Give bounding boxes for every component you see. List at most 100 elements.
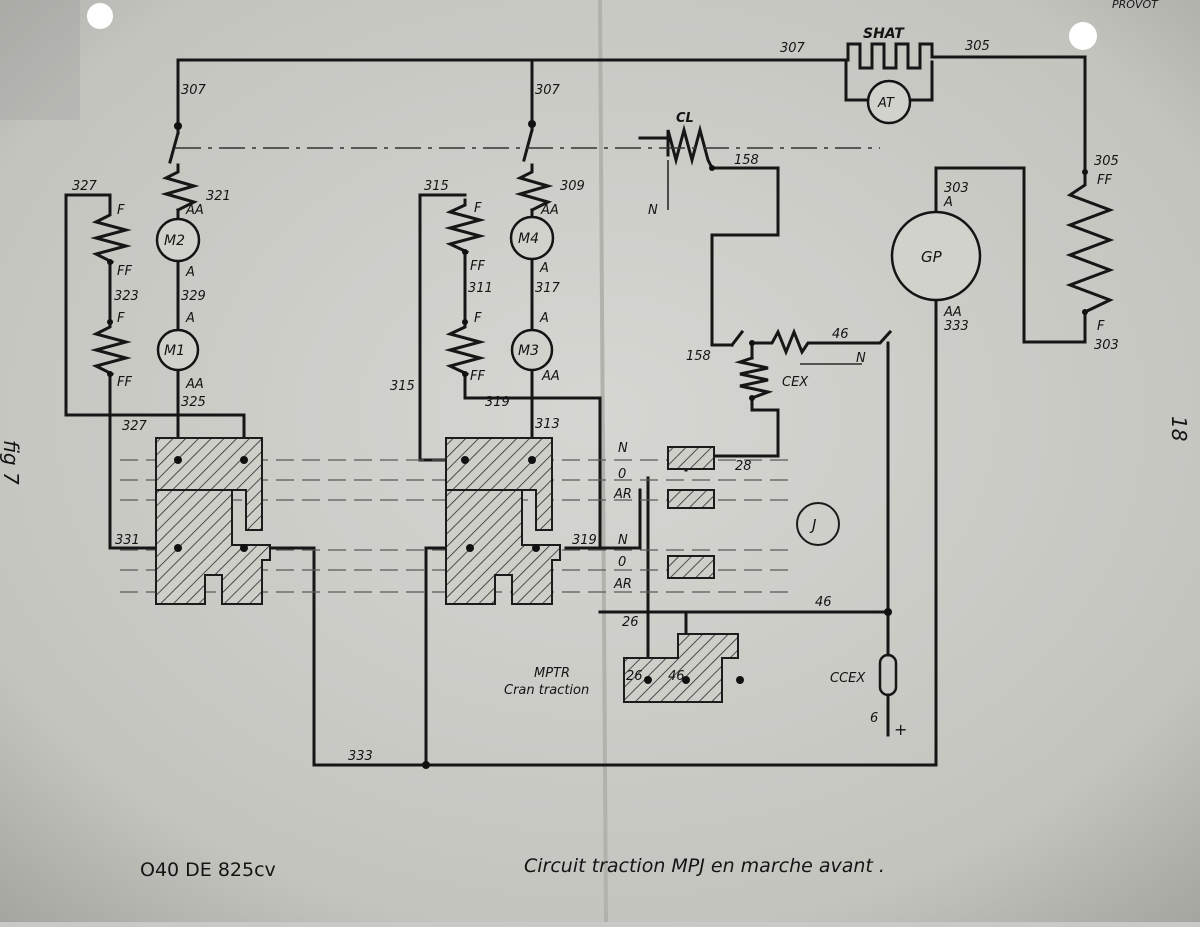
position-0: 0 bbox=[618, 467, 626, 482]
wire-311: 311 bbox=[468, 281, 493, 296]
connector-j bbox=[796, 502, 840, 546]
shunt-shat bbox=[838, 42, 940, 125]
terminal-aa: AA bbox=[185, 203, 204, 218]
reverser-contacts bbox=[155, 437, 739, 703]
wire-26: 26 bbox=[626, 669, 643, 684]
paper-fold bbox=[598, 0, 608, 923]
wire-333: 333 bbox=[348, 749, 373, 764]
junction-dots bbox=[107, 120, 1088, 769]
wire-329: 329 bbox=[181, 289, 206, 304]
terminal-a: A bbox=[539, 261, 549, 276]
wire-333: 333 bbox=[944, 319, 969, 334]
terminal-aa: AA bbox=[540, 203, 559, 218]
terminal-ff: FF bbox=[470, 259, 485, 274]
diagram-caption: Circuit traction MPJ en marche avant . bbox=[524, 855, 885, 877]
position-n: N bbox=[618, 533, 628, 548]
corner-stain bbox=[0, 0, 80, 120]
wire-307: 307 bbox=[780, 41, 806, 56]
corner-stamp: PROVOT bbox=[1112, 0, 1159, 11]
position-n: N bbox=[618, 441, 628, 456]
motor-m1 bbox=[156, 328, 200, 372]
cran-label: Cran traction bbox=[504, 683, 589, 698]
terminal-aa: AA bbox=[943, 305, 962, 320]
wire-327: 327 bbox=[72, 179, 98, 194]
m2-label: M2 bbox=[164, 233, 185, 249]
terminal-ff: FF bbox=[1097, 173, 1112, 188]
wire-315: 315 bbox=[390, 379, 415, 394]
punch-hole-left bbox=[87, 3, 113, 29]
terminal-ff: FF bbox=[117, 375, 132, 390]
locomotive-model: O40 DE 825cv bbox=[140, 859, 276, 881]
m3-label: M3 bbox=[518, 343, 539, 359]
terminal-a: A bbox=[943, 195, 953, 210]
terminal-n: N bbox=[856, 351, 866, 366]
terminal-f: F bbox=[474, 201, 482, 216]
ammeter-at bbox=[866, 79, 912, 125]
wire-313: 313 bbox=[535, 417, 560, 432]
terminal-ff: FF bbox=[470, 369, 485, 384]
wire-307: 307 bbox=[535, 83, 561, 98]
plus-terminal: + bbox=[894, 720, 907, 739]
sheet-annotations: fig 7 18 PROVOT O40 DE 825cv Circuit tra… bbox=[0, 0, 1191, 881]
terminal-aa: AA bbox=[541, 369, 560, 384]
wire-309: 309 bbox=[560, 179, 585, 194]
page-number: 18 bbox=[1167, 416, 1191, 441]
wire-315: 315 bbox=[424, 179, 449, 194]
motor-m4 bbox=[509, 215, 555, 261]
wire-26: 26 bbox=[622, 615, 639, 630]
motor-m3 bbox=[510, 328, 554, 372]
wire-307: 307 bbox=[181, 83, 207, 98]
position-ar: AR bbox=[613, 577, 632, 592]
wire-158: 158 bbox=[686, 349, 711, 364]
position-labels: N 0 AR N 0 AR bbox=[613, 441, 632, 592]
position-ar: AR bbox=[613, 487, 632, 502]
terminal-f: F bbox=[117, 203, 125, 218]
ccex-label: CCEX bbox=[830, 671, 866, 686]
generator-gp bbox=[890, 210, 982, 302]
terminal-labels: F FF F FF AA A A AA F FF F FF AA A A AA … bbox=[117, 173, 1112, 392]
wire-331: 331 bbox=[115, 533, 140, 548]
wire-305: 305 bbox=[1094, 154, 1119, 169]
figure-number: fig 7 bbox=[0, 440, 23, 485]
wire-28: 28 bbox=[735, 459, 752, 474]
terminal-n: N bbox=[648, 203, 658, 218]
at-label: AT bbox=[877, 96, 895, 111]
terminal-a: A bbox=[539, 311, 549, 326]
terminal-f: F bbox=[474, 311, 482, 326]
wire-numbers: 307 307 307 305 305 303 303 333 333 327 … bbox=[72, 39, 1119, 764]
mptr-block bbox=[623, 633, 739, 703]
wire-321: 321 bbox=[206, 189, 231, 204]
terminal-f: F bbox=[1097, 319, 1105, 334]
wire-305: 305 bbox=[965, 39, 990, 54]
wire-46: 46 bbox=[832, 327, 849, 342]
wire-6: 6 bbox=[870, 711, 878, 726]
terminal-aa: AA bbox=[185, 377, 204, 392]
gp-label: GP bbox=[921, 248, 943, 266]
j-label: J bbox=[809, 516, 816, 534]
motor-m2 bbox=[155, 217, 201, 263]
wire-319: 319 bbox=[572, 533, 597, 548]
wire-317: 317 bbox=[535, 281, 561, 296]
terminal-f: F bbox=[117, 311, 125, 326]
position-0: 0 bbox=[618, 555, 626, 570]
m1-label: M1 bbox=[164, 343, 185, 359]
wire-325: 325 bbox=[181, 395, 206, 410]
m4-label: M4 bbox=[518, 231, 539, 247]
wire-158: 158 bbox=[734, 153, 759, 168]
wire-46: 46 bbox=[815, 595, 832, 610]
cex-label: CEX bbox=[782, 375, 809, 390]
cl-label: CL bbox=[676, 111, 694, 126]
terminal-a: A bbox=[185, 311, 195, 326]
punch-hole-right bbox=[1069, 22, 1097, 50]
terminal-ff: FF bbox=[117, 264, 132, 279]
wire-327: 327 bbox=[122, 419, 148, 434]
wire-319: 319 bbox=[485, 395, 510, 410]
wire-303: 303 bbox=[1094, 338, 1119, 353]
shat-label: SHAT bbox=[863, 26, 905, 42]
wire-323: 323 bbox=[114, 289, 139, 304]
terminal-a: A bbox=[185, 265, 195, 280]
wire-46: 46 bbox=[668, 669, 685, 684]
wire-303: 303 bbox=[944, 181, 969, 196]
